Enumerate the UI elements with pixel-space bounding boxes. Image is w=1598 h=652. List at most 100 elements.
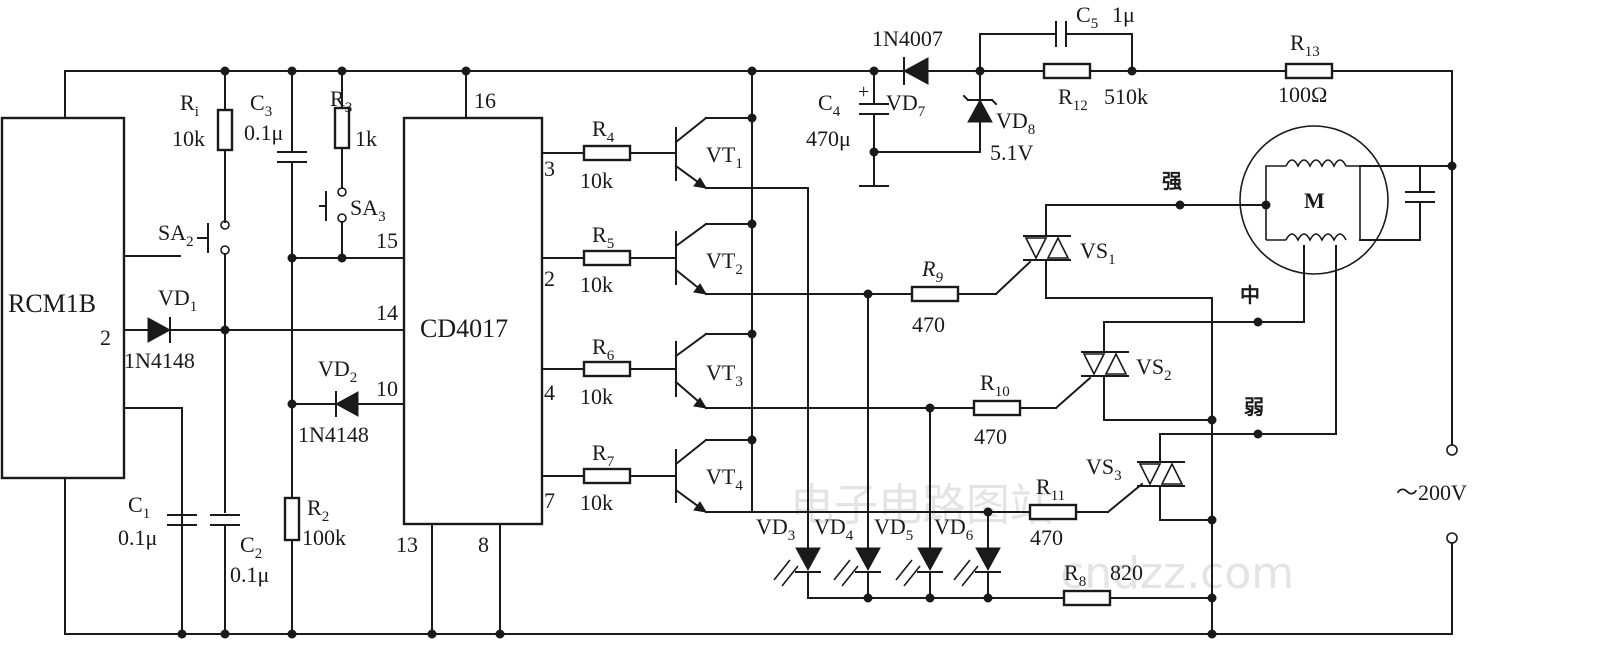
vd1-name: VD1 [158,285,197,315]
r9-value: 470 [912,312,945,337]
vd1-part: 1N4148 [124,348,195,373]
dropper-supply: R13 100Ω R12 510k C5 1μ 1N4007 VD7 VD8 5… [806,2,1334,187]
sa3-label: SA3 [350,195,386,225]
c4-value: 470μ [806,126,851,151]
pin16: 16 [474,88,496,113]
r4-resistor [582,144,632,162]
vd3-label: VD3 [756,514,795,544]
r4-name: R4 [592,116,615,146]
pin13: 13 [396,532,418,557]
speed-medium: 中 [1240,283,1260,307]
r6-resistor [582,360,632,378]
vd2-name: VD2 [318,356,357,386]
r12-resistor [1042,62,1092,80]
r10-value: 470 [974,424,1007,449]
r5-resistor [582,249,632,267]
triacs: VS1 VS2 VS3 [1023,204,1259,635]
r1-value: 10k [172,126,205,151]
r11-name: R11 [1036,474,1065,504]
watermark: 电子电路图站 cndzz.com [790,480,1294,599]
r3-name: R3 [330,86,352,116]
vd2-part: 1N4148 [298,422,369,447]
r9-name: R9 [921,256,943,286]
r13-value: 100Ω [1278,82,1327,107]
r10-resistor [972,399,1022,417]
r8-resistor [1062,589,1112,607]
vd4-label: VD4 [814,514,854,544]
vd8-part: 5.1V [990,140,1034,165]
r4-value: 10k [580,168,613,193]
r2-name: R2 [307,495,329,525]
r11-value: 470 [1030,525,1063,550]
r10-name: R10 [980,370,1010,400]
vd5-label: VD5 [874,514,913,544]
r3-value: 1k [355,126,377,151]
junction-dots [177,66,1457,639]
cd4017-ic: CD4017 16 15 14 10 13 8 3 2 4 7 [376,70,555,635]
cd4017-label: CD4017 [420,314,508,343]
r1-sa2-c2-column: Ri 10k SA2 C2 0.1μ [158,70,269,635]
vd7-name: VD7 [886,90,926,120]
vt3-label: VT3 [706,360,743,390]
vt4-label: VT4 [706,464,743,494]
r6-value: 10k [580,384,613,409]
c4-name: C4 [818,90,841,120]
base-resistors: R4 10k R5 10k R6 10k R7 10k [541,116,677,515]
c4-plus: + [858,81,869,103]
cd4017-box [402,116,544,526]
pin15: 15 [376,228,398,253]
pin14: 14 [376,300,398,325]
pin2: 2 [544,266,555,291]
r3-sa3-column: R3 1k SA3 [291,70,405,259]
c2-value: 0.1μ [230,562,269,587]
r9-resistor [910,285,960,303]
r11-resistor [1028,503,1078,521]
rcm1b-label: RCM1B [8,289,96,318]
c1-name: C1 [128,492,150,522]
r2-resistor [283,496,301,542]
r12-name: R12 [1058,84,1088,114]
vd7-part: 1N4007 [872,26,943,51]
c2-name: C2 [240,532,262,562]
vs3-label: VS3 [1086,454,1122,484]
r12-value: 510k [1104,84,1148,109]
vs1-label: VS1 [1080,238,1116,268]
c5-value: 1μ [1112,2,1135,27]
r6-name: R6 [592,334,615,364]
vd6-label: VD6 [934,514,974,544]
transistors: VT1 VT2 VT3 VT4 [674,70,989,514]
c3-name: C3 [250,90,272,120]
r1-resistor [216,108,234,152]
pin10: 10 [376,376,398,401]
r13-resistor [1284,62,1334,80]
pin3: 3 [544,156,555,181]
rcm1b-pin2: 2 [100,325,111,350]
c1-capacitor: C1 0.1μ [118,407,197,550]
r13-name: R13 [1290,30,1320,60]
c5-name: C5 [1076,2,1098,32]
fan-motor: M 强 中 弱 [1162,125,1453,435]
r5-value: 10k [580,272,613,297]
c3-value: 0.1μ [244,120,283,145]
vt2-label: VT2 [706,248,743,278]
r1-name: Ri [180,90,199,120]
vs2-label: VS2 [1136,354,1172,384]
r5-name: R5 [592,222,614,252]
pin4: 4 [544,380,555,405]
gate-resistors: R9 470 R10 470 R11 470 [867,256,1144,550]
supply-label: ～200V [1396,480,1467,505]
vd1-diode: VD1 1N4148 [123,285,405,373]
motor-label: M [1304,188,1325,213]
r7-value: 10k [580,490,613,515]
r7-name: R7 [592,440,615,470]
speed-weak: 弱 [1244,395,1264,419]
sa2-label: SA2 [158,220,194,250]
rcm1b-box [0,116,126,480]
watermark-line1: 电子电路图站 [790,480,1054,531]
r7-resistor [582,467,632,485]
pin7: 7 [544,488,555,513]
vd8-name: VD8 [996,108,1035,138]
c1-value: 0.1μ [118,525,157,550]
r8-name: R8 [1064,560,1086,590]
